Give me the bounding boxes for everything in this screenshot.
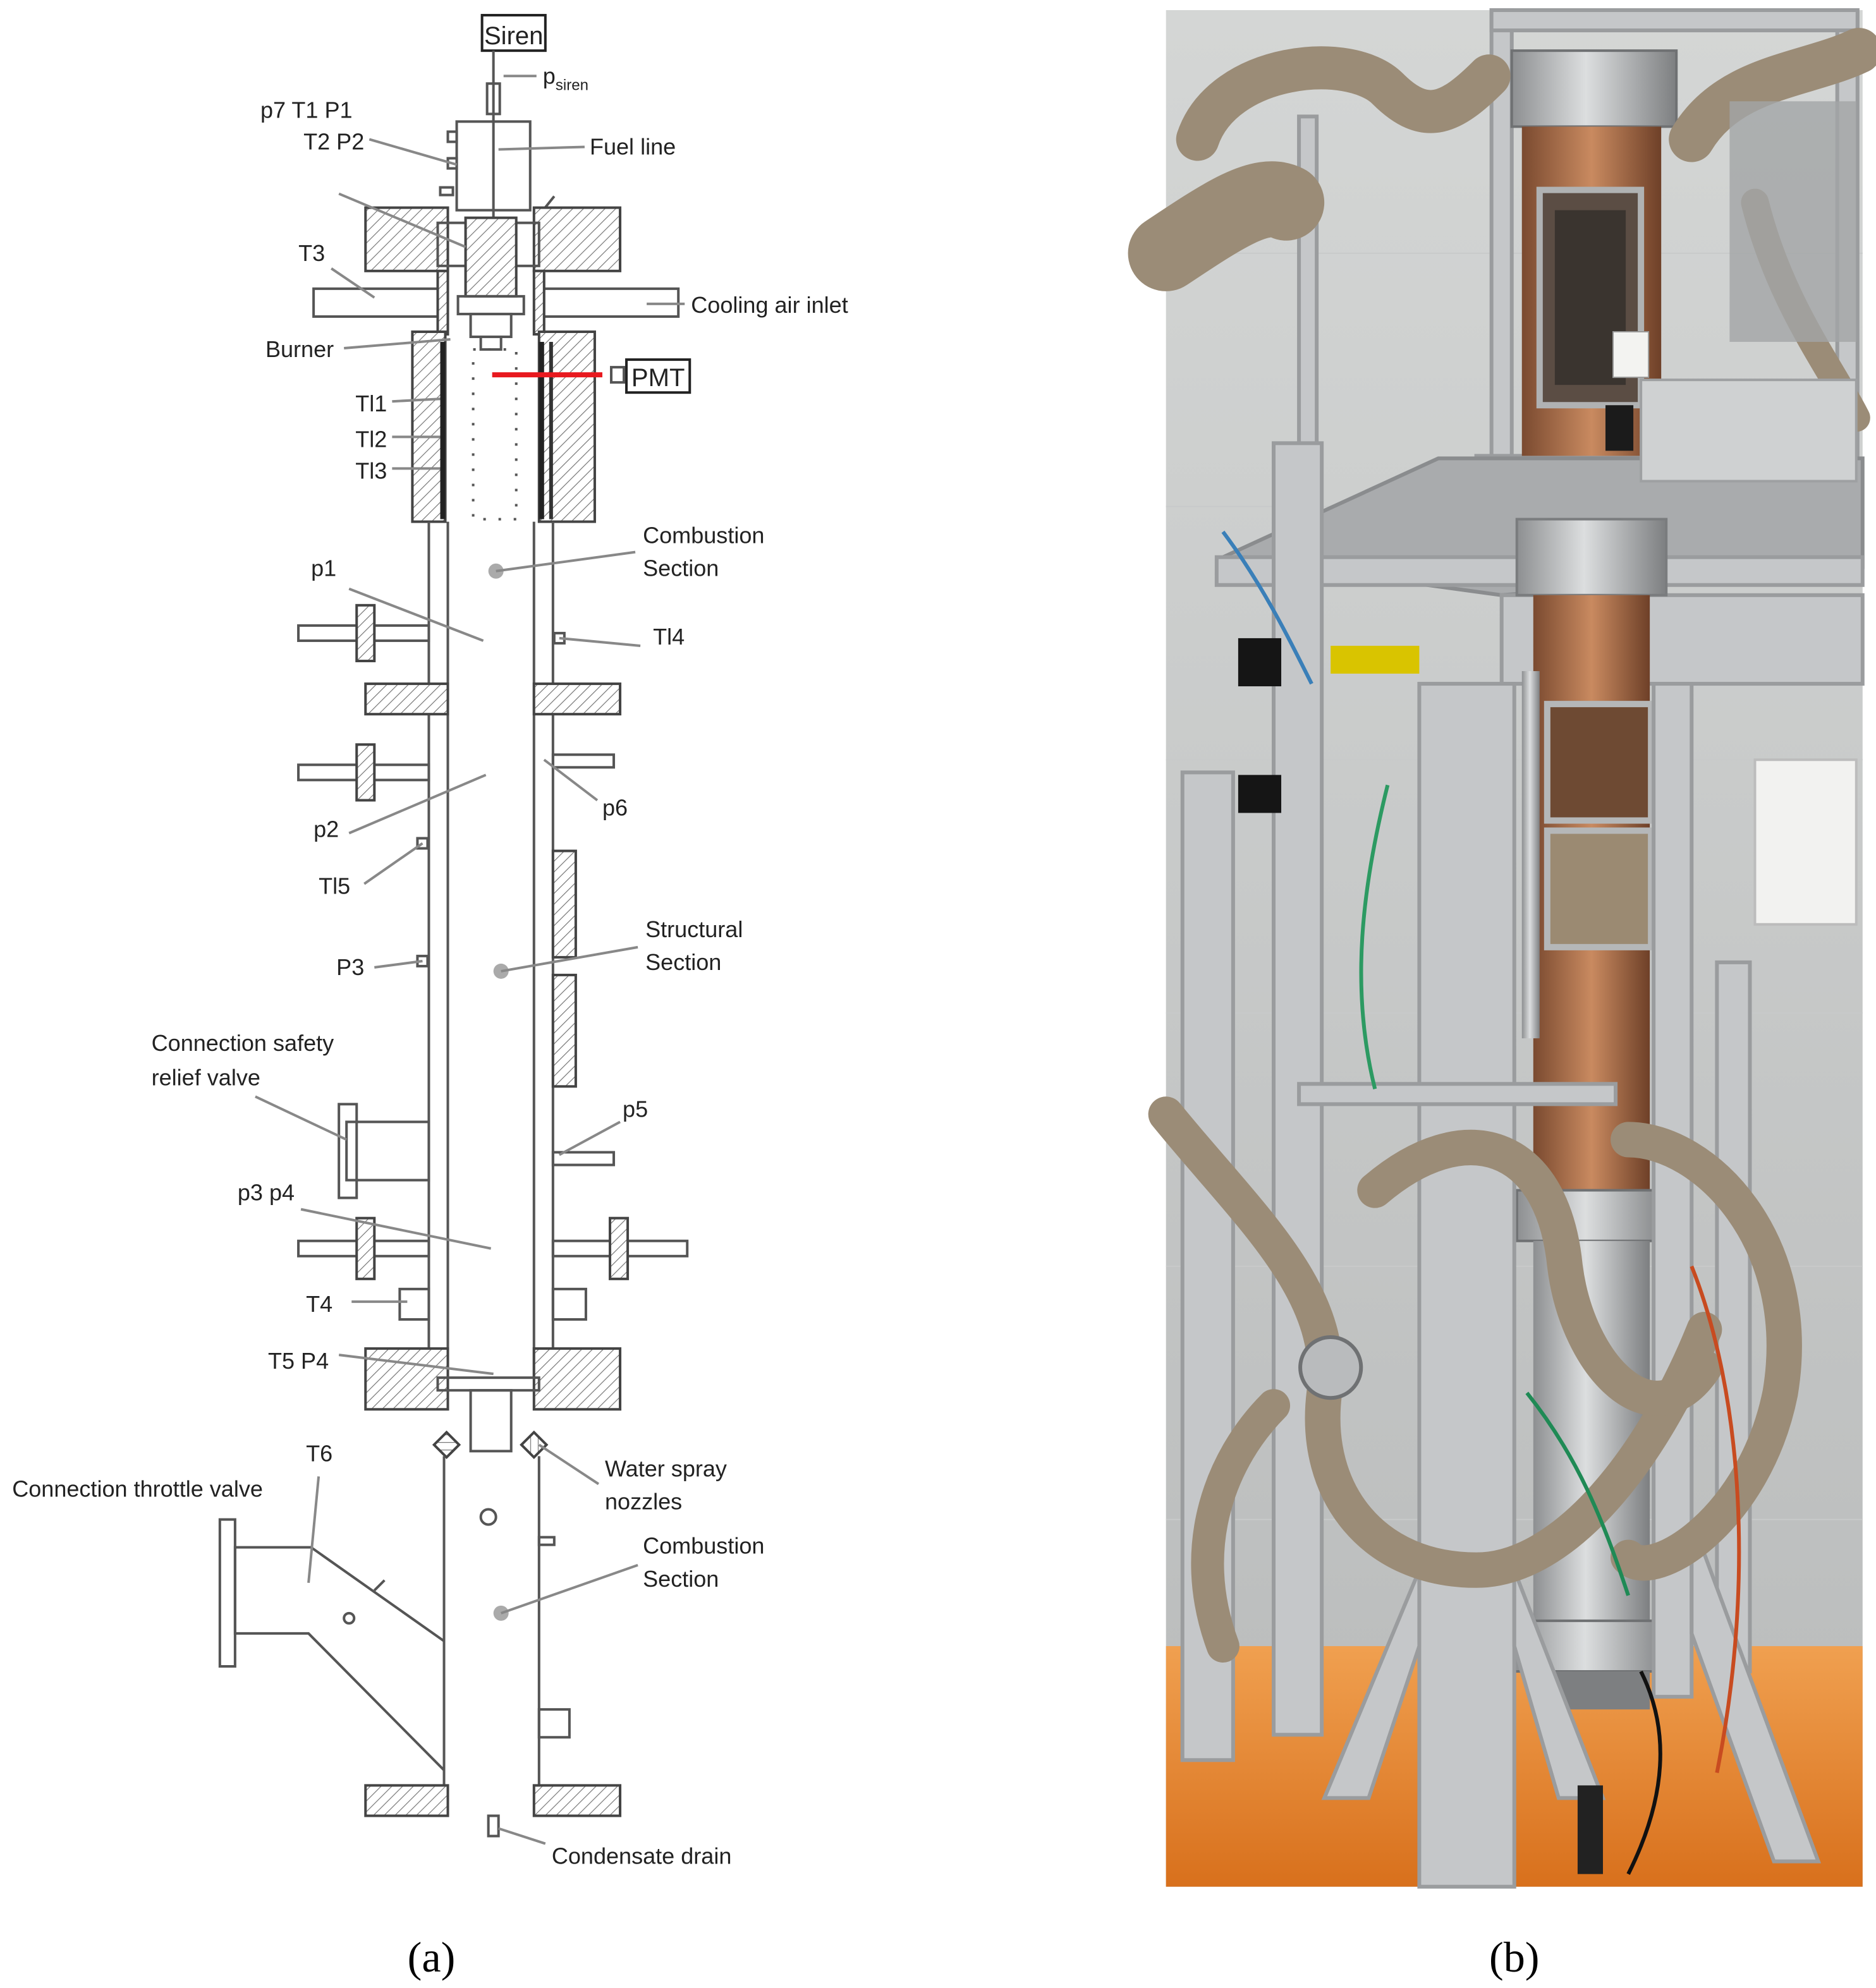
label-tl3: Tl3	[355, 458, 387, 483]
label-cooling-air-inlet: Cooling air inlet	[691, 292, 848, 318]
test-rig-photo: (b)	[1128, 8, 1876, 1981]
label-p3-upper: P3	[336, 954, 364, 980]
label-burner: Burner	[265, 336, 334, 362]
siren-label: Siren	[484, 22, 544, 50]
spray-nozzle-left	[432, 1430, 461, 1460]
label-combustion-section-lower-1: Combustion	[643, 1533, 764, 1559]
mid-flange	[364, 682, 449, 716]
label-structural-section-2: Section	[645, 949, 721, 975]
label-p6: p6	[602, 794, 628, 820]
bottom-flange	[364, 1784, 449, 1817]
pmt-box	[625, 358, 691, 394]
caption-a: (a)	[408, 1933, 456, 1981]
pmt-label: PMT	[631, 364, 685, 392]
label-combustion-section-lower-2: Section	[643, 1566, 719, 1592]
label-t2-p2: T2 P2	[303, 128, 364, 154]
label-structural-section-1: Structural	[645, 916, 743, 942]
spray-nozzle-right	[520, 1430, 549, 1460]
lower-flange	[364, 1347, 449, 1411]
label-condensate-drain: Condensate drain	[552, 1843, 732, 1869]
label-p5: p5	[623, 1096, 648, 1122]
label-t4: T4	[306, 1291, 332, 1317]
label-p3-p4: p3 p4	[238, 1180, 295, 1206]
label-tl1: Tl1	[355, 391, 387, 416]
top-flange	[364, 206, 449, 272]
leader-lines	[255, 138, 685, 1845]
cooling-air-inlet-pipe	[312, 287, 442, 318]
p-siren-label: psiren	[543, 63, 588, 94]
label-water-spray-1: Water spray	[605, 1455, 727, 1481]
throttle-branch	[233, 1546, 445, 1771]
label-p2: p2	[314, 816, 339, 842]
label-p7-t1-p1: p7 T1 P1	[260, 97, 353, 123]
label-safety-valve-2: relief valve	[152, 1064, 260, 1090]
frame-leg-front	[1417, 682, 1516, 1889]
label-tl2: Tl2	[355, 426, 387, 452]
label-combustion-section-upper-1: Combustion	[643, 523, 764, 549]
label-tl5: Tl5	[319, 873, 350, 899]
label-p1: p1	[311, 555, 336, 581]
label-t6: T6	[306, 1440, 332, 1466]
label-throttle-valve: Connection throttle valve	[12, 1476, 263, 1502]
window-flange-right	[537, 330, 596, 523]
burner	[456, 294, 525, 315]
label-t5-p4: T5 P4	[268, 1348, 329, 1374]
label-combustion-section-upper-2: Section	[643, 555, 719, 581]
label-fuel-line: Fuel line	[590, 133, 676, 159]
braided-hose	[1148, 1096, 1722, 1588]
label-tl4: Tl4	[653, 624, 685, 650]
label-safety-valve-1: Connection safety	[152, 1030, 334, 1056]
label-water-spray-2: nozzles	[605, 1489, 682, 1515]
siren-box	[480, 14, 547, 52]
side-ports	[297, 603, 689, 1321]
label-t3: T3	[298, 240, 325, 266]
caption-b: (b)	[1489, 1933, 1539, 1981]
schematic-panel: Siren psiren PMT	[12, 14, 848, 1981]
